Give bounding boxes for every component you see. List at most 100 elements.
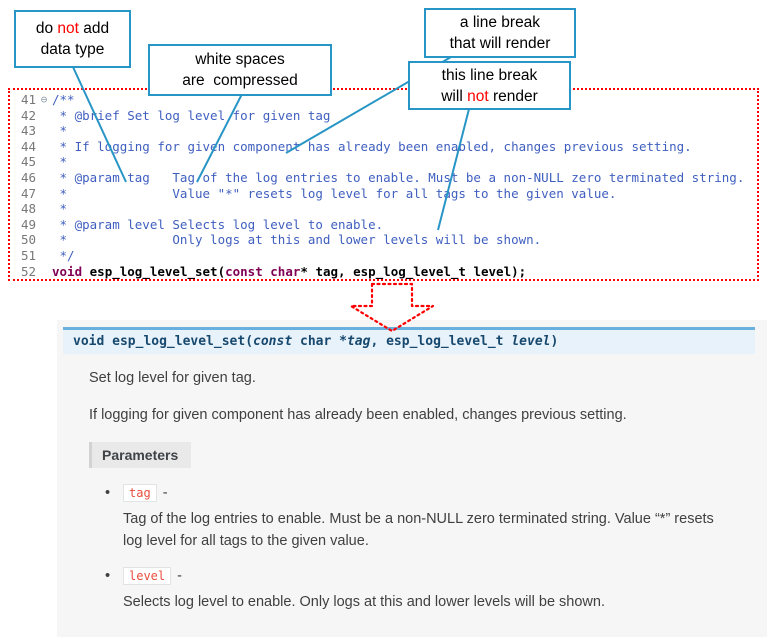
code-token: * @param level Selects log level to enab… (52, 216, 384, 232)
code-text: void esp_log_level_set(const char* tag, … (52, 264, 526, 280)
signature-segment: tag (346, 334, 371, 349)
callout-text-line: will not render (441, 86, 538, 107)
code-token: * @param tag Tag of the log entries to e… (52, 169, 745, 185)
signature-segment: ( (245, 334, 254, 349)
callout-text: not (467, 87, 489, 105)
line-number: 44 (20, 138, 36, 154)
doc-body: Set log level for given tag. If logging … (89, 368, 725, 613)
param-name-chip: level (123, 567, 172, 585)
signature-segment: const (253, 334, 293, 349)
code-token: * (52, 201, 68, 217)
line-number: 52 (20, 263, 36, 279)
parameters-label: Parameters (89, 442, 192, 468)
detail-paragraph: If logging for given component has alrea… (89, 407, 627, 423)
bullet-icon: • (105, 568, 111, 584)
code-editor[interactable]: 41⊖/**42 * @brief Set log level for give… (12, 92, 744, 279)
code-line[interactable]: 46 * @param tag Tag of the log entries t… (12, 170, 744, 186)
code-text: * (52, 201, 68, 217)
code-token: * Only logs at this and lower levels wil… (52, 232, 542, 248)
code-token: * tag, esp_log_level_t level); (300, 263, 527, 279)
line-number: 51 (20, 247, 36, 263)
signature-segment: void (73, 334, 113, 349)
code-token: * @brief Set log level for given tag (52, 107, 331, 123)
code-text: */ (52, 248, 75, 264)
param-description: Tag of the log entries to enable. Must b… (123, 511, 714, 549)
code-line[interactable]: 52 void esp_log_level_set(const char* tag… (12, 264, 744, 280)
line-number: 50 (20, 232, 36, 248)
line-number: 46 (20, 169, 36, 185)
callout-no-data-type: do not add data type (14, 10, 131, 68)
code-token: * (52, 123, 68, 139)
callout-line-break-not-render: this line break will not render (408, 61, 571, 110)
callout-text-line: data type (41, 39, 105, 60)
code-line[interactable]: 47 * Value "*" resets log level for all … (12, 186, 744, 202)
fold-gutter (36, 170, 52, 186)
callout-text: a line break (459, 14, 541, 31)
line-number: 41 (20, 92, 36, 107)
callout-text: data type (40, 41, 105, 58)
param-list: •tag-Tag of the log entries to enable. M… (105, 484, 725, 613)
code-text: * (52, 154, 68, 170)
code-line[interactable]: 45 * (12, 154, 744, 170)
code-text: * @param tag Tag of the log entries to e… (52, 169, 745, 186)
callout-text: will (441, 87, 468, 105)
code-token: * Value "*" resets log level for all tag… (52, 185, 617, 201)
callout-text: that will render (449, 35, 551, 52)
code-token: /** (52, 92, 75, 107)
callout-text: do (35, 20, 58, 37)
param-separator: - (177, 568, 182, 584)
code-line[interactable]: 42 * @brief Set log level for given tag (12, 108, 744, 124)
signature-segment: level (511, 334, 551, 349)
bullet-icon: • (105, 485, 111, 501)
code-text: * Value "*" resets log level for all tag… (52, 185, 617, 202)
callout-text: render (488, 87, 538, 105)
code-token: */ (52, 247, 75, 263)
code-token: void (52, 263, 83, 279)
param-item: • tag- Tag of the log entries to enable. M… (105, 484, 725, 552)
param-head: level- (123, 567, 725, 585)
code-text: * Only logs at this and lower levels wil… (52, 232, 542, 248)
param-head: tag- (123, 484, 725, 502)
param-description: Selects log level to enable. Only logs a… (123, 594, 605, 610)
callout-text-line: white spaces (195, 49, 285, 70)
param-name-chip: tag (123, 484, 157, 502)
param-separator: - (162, 485, 168, 501)
code-line[interactable]: 41 ⊖ /** (12, 92, 744, 108)
code-text: /** (52, 92, 75, 108)
param-item: • level- Selects log level to enable. Only… (105, 567, 725, 613)
callout-text-line: are compressed (182, 70, 297, 91)
callout-text-line: this line break (442, 65, 538, 86)
code-line[interactable]: 48 * (12, 201, 744, 217)
function-signature: void esp_log_level_set(const char *tag, … (63, 327, 755, 354)
fold-gutter (36, 186, 52, 202)
fold-collapse-icon[interactable]: ⊖ (40, 93, 48, 106)
callout-text-line: do not add (36, 18, 109, 39)
fold-gutter (36, 248, 52, 264)
code-token (82, 264, 90, 279)
line-number: 47 (20, 185, 36, 201)
callout-line-break-renders: a line break that will render (424, 8, 576, 58)
code-text: * (52, 123, 68, 139)
code-line[interactable]: 44 * If logging for given component has … (12, 139, 744, 155)
line-number: 42 (20, 107, 36, 123)
line-number: 45 (20, 154, 36, 170)
code-line[interactable]: 43 * (12, 123, 744, 139)
code-text: * If logging for given component has alr… (52, 139, 692, 155)
fold-gutter (36, 108, 52, 124)
fold-gutter (36, 201, 52, 217)
callout-text: white spaces (195, 51, 285, 68)
code-line[interactable]: 51 */ (12, 248, 744, 264)
callout-text: this line break (441, 66, 538, 84)
callout-text-line: a line break (460, 12, 540, 33)
signature-segment: char * (292, 334, 347, 349)
line-number: 43 (20, 123, 36, 139)
code-line[interactable]: 49 * @param level Selects log level to e… (12, 217, 744, 233)
fold-gutter (36, 154, 52, 170)
code-token: const (225, 263, 263, 279)
code-token: * If logging for given component has alr… (52, 138, 692, 154)
code-text: * @brief Set log level for given tag (52, 107, 331, 124)
signature-segment: , esp_log_level_t (370, 334, 512, 349)
code-token: esp_log_level_set (89, 263, 218, 279)
fold-gutter (36, 232, 52, 248)
code-line[interactable]: 50 * Only logs at this and lower levels … (12, 232, 744, 248)
